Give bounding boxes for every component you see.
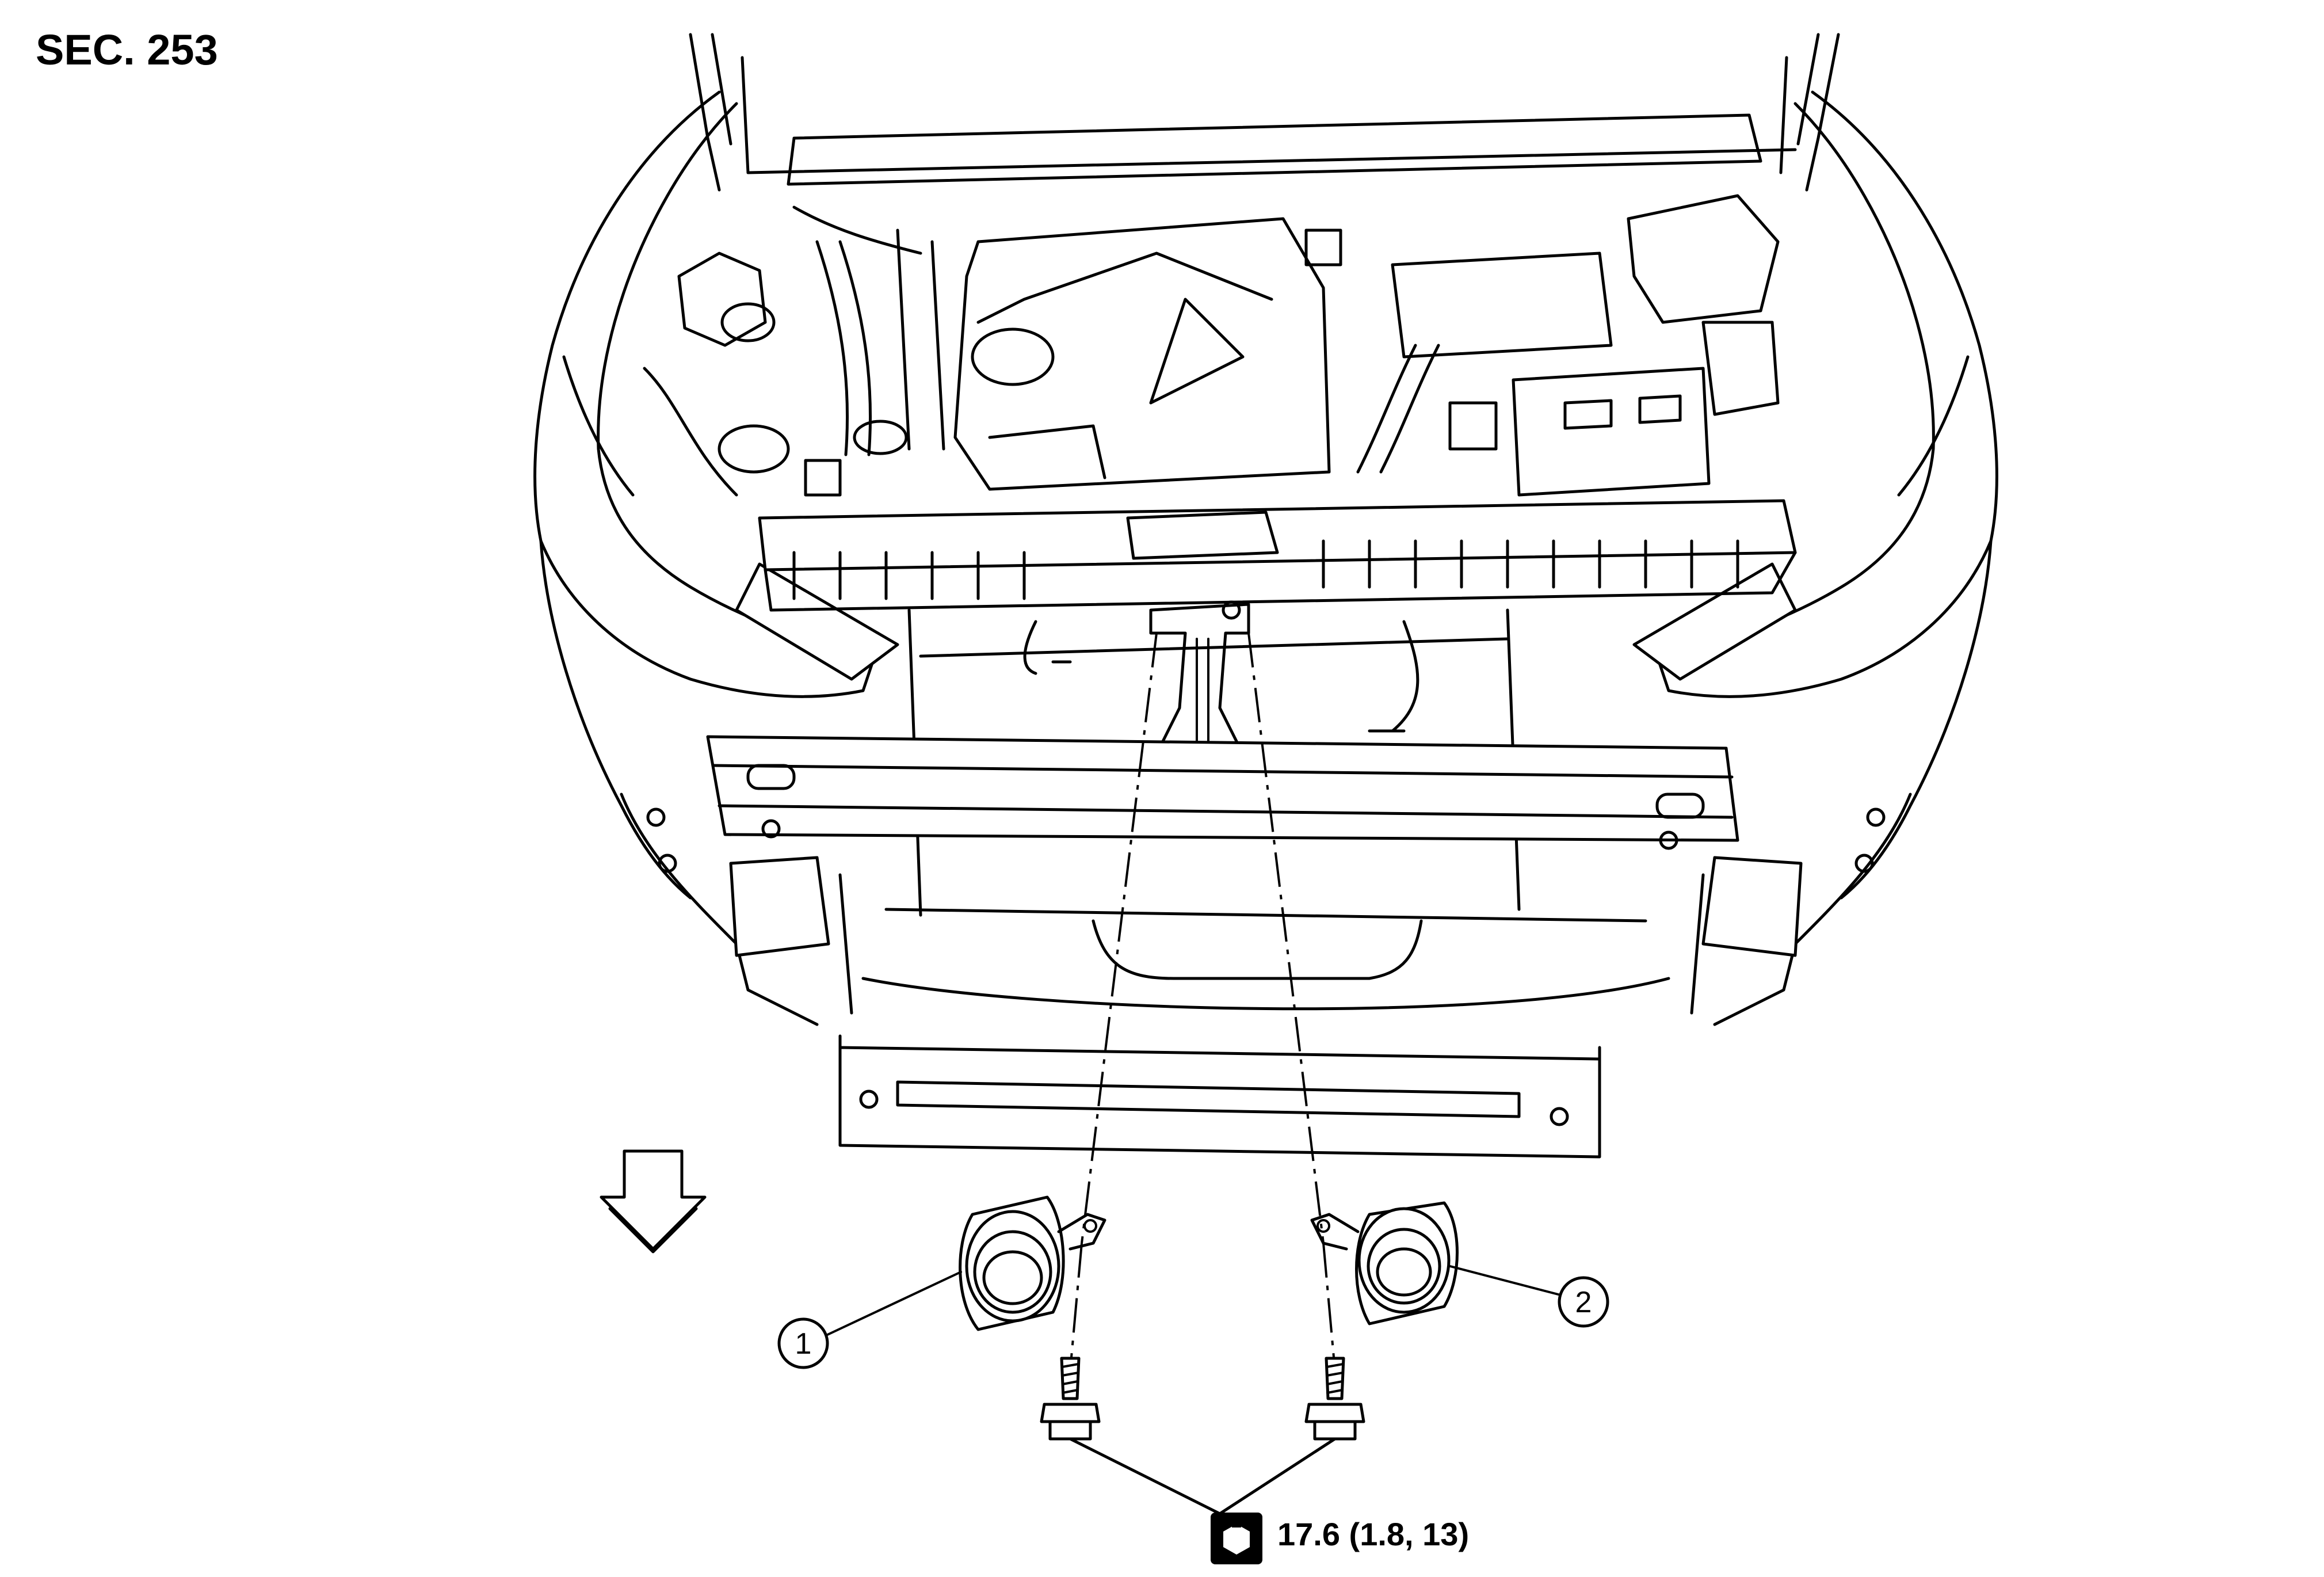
callout-1: 1 bbox=[777, 1271, 962, 1369]
vehicle-front-illustration bbox=[533, 33, 1998, 1159]
section-label: SEC. 253 bbox=[36, 26, 218, 74]
callout-1-number: 1 bbox=[795, 1327, 812, 1361]
horn-mounting-bolt-right bbox=[1304, 1357, 1365, 1441]
torque-value: 17.6 (1.8, 13) bbox=[1277, 1516, 1469, 1552]
callout-2-number: 2 bbox=[1575, 1286, 1592, 1319]
callout-2: 2 bbox=[1449, 1265, 1609, 1328]
torque-leader-lines bbox=[1068, 1437, 1337, 1515]
assembly-guide-lines bbox=[1069, 633, 1336, 1370]
horn-low-tone bbox=[959, 1195, 1106, 1331]
horn-high-tone bbox=[1310, 1201, 1459, 1325]
torque-wrench-icon bbox=[1211, 1513, 1262, 1564]
down-arrow-icon bbox=[600, 1149, 707, 1254]
horn-mounting-bolt-left bbox=[1040, 1357, 1101, 1441]
